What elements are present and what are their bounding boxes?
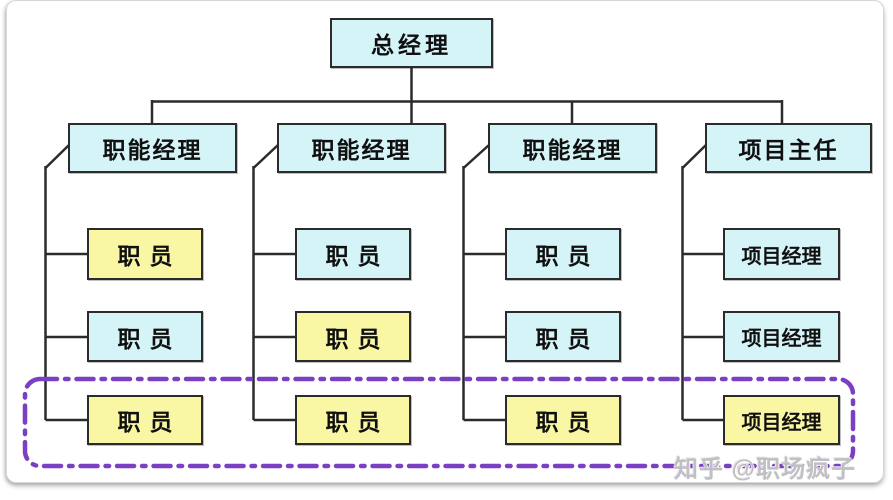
node-general-manager: 总经理 (330, 18, 493, 68)
node-functional-manager-3: 职能经理 (488, 123, 657, 173)
node-staff: 职员 (295, 311, 411, 362)
node-project-director: 项目主任 (705, 123, 872, 173)
node-staff: 职员 (505, 311, 621, 362)
node-staff: 职员 (87, 228, 203, 280)
node-project-manager: 项目经理 (723, 395, 840, 445)
node-staff: 职员 (295, 228, 411, 280)
node-functional-manager-1: 职能经理 (68, 123, 237, 173)
watermark-text: 知乎 @职场疯子 (674, 456, 857, 483)
node-staff: 职员 (87, 395, 203, 445)
node-project-manager: 项目经理 (723, 228, 840, 280)
node-functional-manager-2: 职能经理 (277, 123, 446, 173)
node-staff: 职员 (505, 395, 621, 445)
node-staff: 职员 (505, 228, 621, 280)
node-staff: 职员 (87, 311, 203, 362)
node-staff: 职员 (295, 395, 411, 445)
node-project-manager: 项目经理 (723, 311, 840, 362)
